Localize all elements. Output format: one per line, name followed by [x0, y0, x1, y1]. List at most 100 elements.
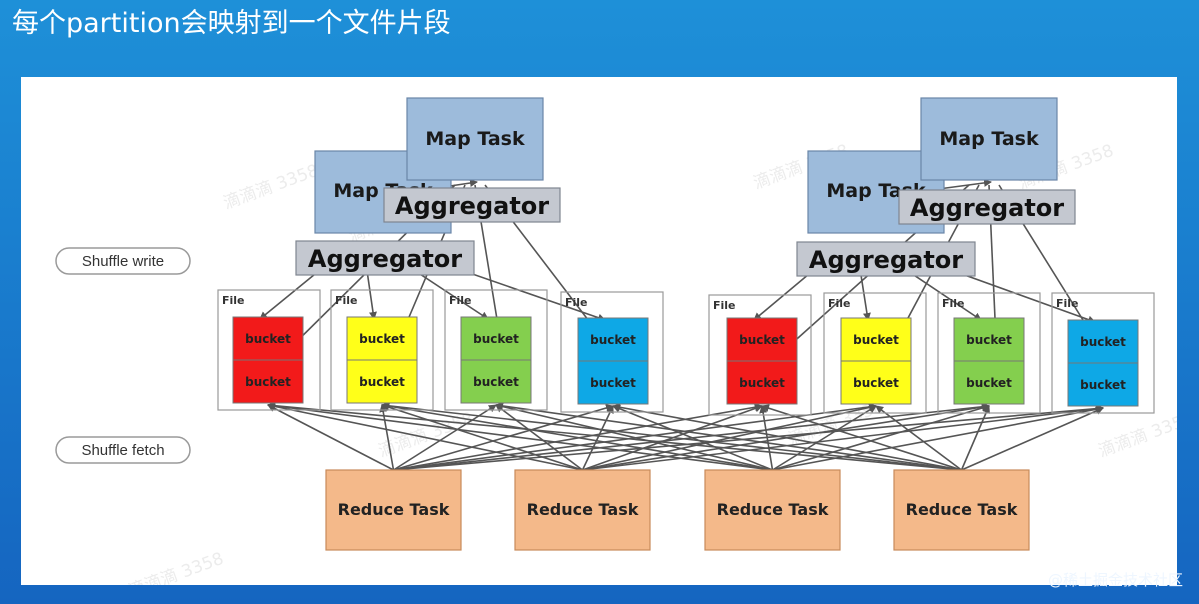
file-label: File [942, 297, 965, 310]
watermark-text: 滴滴滴 3358 [221, 161, 322, 214]
bucket-yellow [346, 316, 418, 361]
flow-arrow [612, 403, 962, 471]
aggregator-box [295, 240, 475, 276]
bucket-label: bucket [359, 332, 405, 346]
map-task-box [406, 97, 544, 181]
file-box [560, 291, 664, 413]
file-box [1051, 292, 1155, 414]
aggregator-box [796, 241, 976, 277]
reduce-task-label: Reduce Task [338, 500, 450, 519]
bucket-label: bucket [245, 375, 291, 389]
bucket-label: bucket [1080, 335, 1126, 349]
file-box [330, 289, 434, 411]
bucket-green [953, 360, 1025, 405]
flow-arrow [772, 404, 990, 471]
bucket-label: bucket [590, 333, 636, 347]
bucket-label: bucket [739, 333, 785, 347]
watermark-text: 滴滴滴 3358 [126, 549, 227, 585]
flow-arrow [759, 405, 774, 471]
flow-arrow [267, 402, 583, 471]
bucket-blue [577, 360, 649, 405]
flow-arrow [381, 401, 962, 471]
watermark-text: 滴滴滴 3358 [1096, 409, 1177, 462]
credit-watermark: @稀土掘金技术社区 [1047, 571, 1183, 589]
map-task-box [920, 97, 1058, 181]
flow-arrow [495, 402, 962, 471]
file-label: File [565, 296, 588, 309]
bucket-label: bucket [245, 332, 291, 346]
file-box [217, 289, 321, 411]
bucket-blue [577, 317, 649, 362]
file-box [444, 289, 548, 411]
shuffle-write-label-pill [55, 247, 191, 275]
bucket-red [726, 317, 798, 362]
reduce-task-label: Reduce Task [717, 500, 829, 519]
aggregator-label: Aggregator [308, 245, 462, 273]
shuffle-write-label: Shuffle write [82, 253, 164, 270]
bucket-label: bucket [590, 376, 636, 390]
bucket-label: bucket [966, 376, 1012, 390]
bucket-label: bucket [966, 333, 1012, 347]
aggregator-label: Aggregator [910, 194, 1064, 222]
file-box [708, 294, 812, 416]
file-label: File [1056, 297, 1079, 310]
reduce-task-box [325, 469, 462, 551]
reduce-task-box [704, 469, 841, 551]
bucket-label: bucket [739, 376, 785, 390]
bucket-label: bucket [1080, 378, 1126, 392]
aggregator-box [898, 189, 1076, 225]
flow-arrow [393, 404, 1104, 471]
flow-arrow [495, 404, 583, 471]
bucket-label: bucket [359, 375, 405, 389]
bucket-yellow [840, 360, 912, 405]
shuffle-fetch-label: Shuffle fetch [81, 442, 164, 459]
map-task-label: Map Task [939, 128, 1039, 150]
bucket-red [726, 360, 798, 405]
map-task-label: Map Task [425, 128, 525, 150]
reduce-task-box [514, 469, 651, 551]
bucket-label: bucket [473, 332, 519, 346]
bucket-label: bucket [853, 376, 899, 390]
bucket-yellow [346, 359, 418, 404]
flow-arrow [961, 407, 1104, 471]
reduce-task-label: Reduce Task [906, 500, 1018, 519]
flow-arrow [381, 403, 583, 471]
flow-arrow [761, 404, 962, 471]
reduce-task-box [893, 469, 1030, 551]
flow-arrow [495, 402, 773, 471]
file-label: File [828, 297, 851, 310]
bucket-red [232, 359, 304, 404]
flow-arrow [381, 402, 773, 471]
bucket-blue [1067, 362, 1139, 407]
aggregator-label: Aggregator [809, 246, 963, 274]
file-label: File [449, 294, 472, 307]
flow-arrow [267, 401, 773, 471]
reduce-task-label: Reduce Task [527, 500, 639, 519]
bucket-green [460, 359, 532, 404]
flow-arrow [267, 401, 962, 471]
flow-arrow [772, 405, 877, 471]
bucket-green [953, 317, 1025, 362]
bucket-red [232, 316, 304, 361]
flow-arrow [960, 405, 990, 471]
file-box [937, 292, 1041, 414]
file-box [823, 292, 927, 414]
flow-arrow [582, 404, 1104, 471]
flow-arrow [612, 404, 773, 471]
file-label: File [335, 294, 358, 307]
flow-arrow [581, 405, 614, 471]
flow-arrow [267, 404, 394, 471]
aggregator-label: Aggregator [395, 192, 549, 220]
shuffle-fetch-label-pill [55, 436, 191, 464]
flow-arrow [875, 405, 962, 471]
slide-title: 每个partition会映射到一个文件片段 [12, 8, 451, 39]
aggregator-box [383, 187, 561, 223]
flow-arrow [772, 405, 1104, 471]
file-label: File [713, 299, 736, 312]
bucket-blue [1067, 319, 1139, 364]
bucket-label: bucket [473, 375, 519, 389]
file-label: File [222, 294, 245, 307]
bucket-label: bucket [853, 333, 899, 347]
